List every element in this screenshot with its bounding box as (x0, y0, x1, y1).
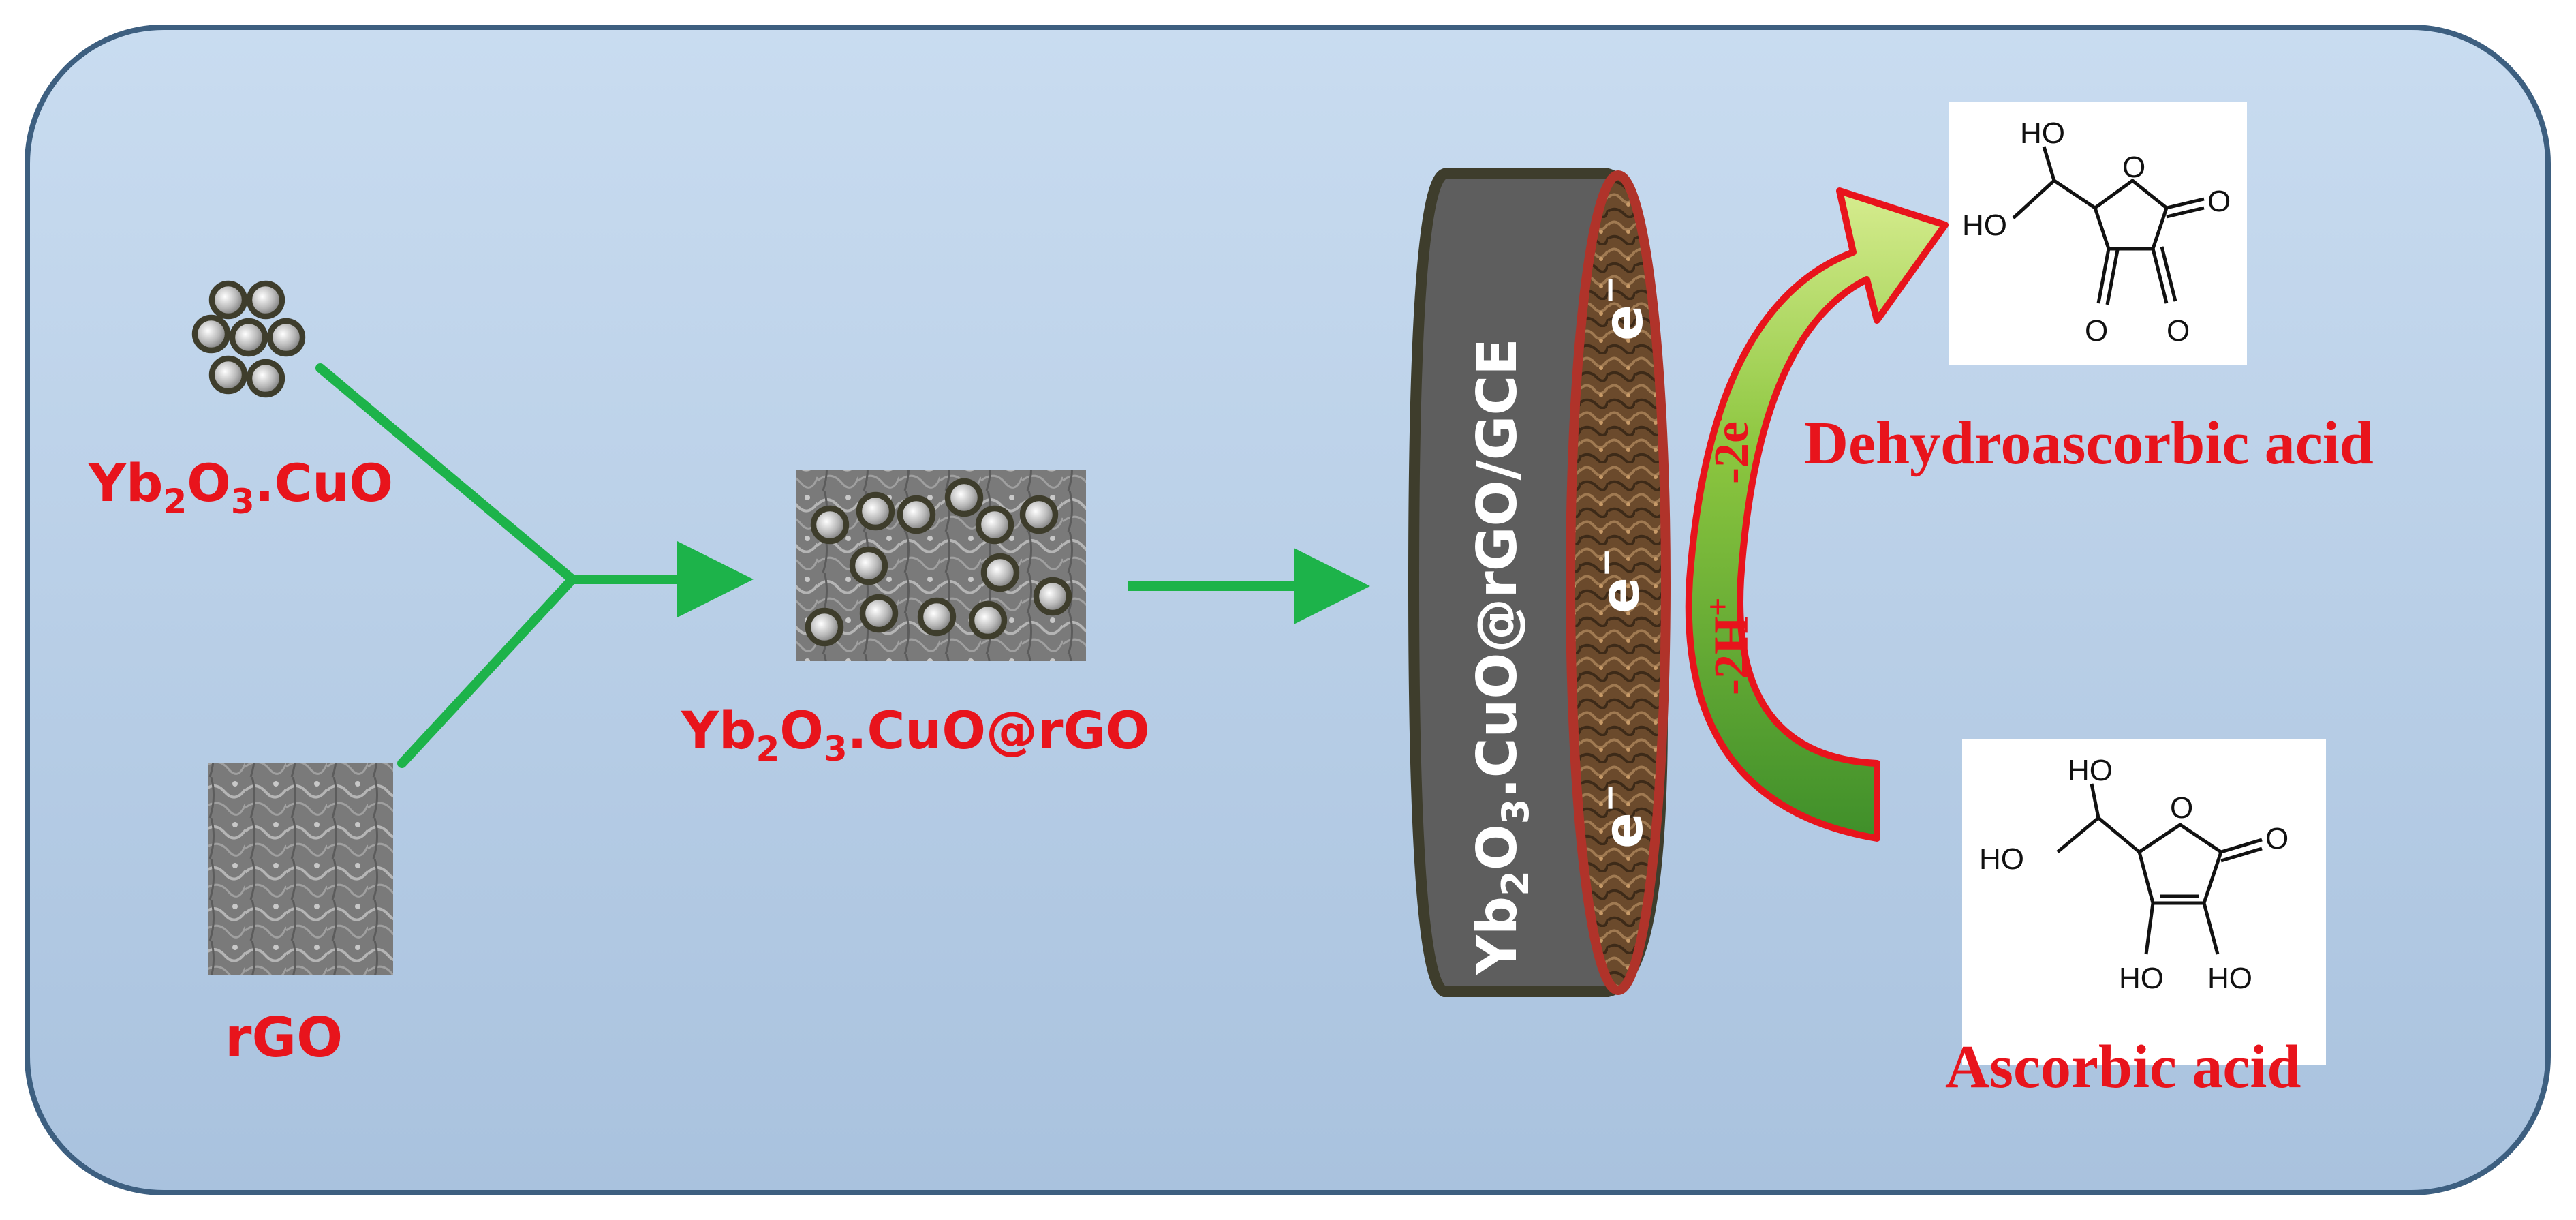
svg-text:O: O (2207, 185, 2231, 218)
hybrid-particles (805, 478, 1072, 647)
electron-label-middle: e− (1586, 548, 1651, 613)
electron-label-bottom: e− (1589, 783, 1655, 849)
hybrid-label: Yb2O3.CuO@rGO (681, 700, 1149, 769)
svg-text:HO: HO (2119, 962, 2164, 995)
svg-text:O: O (2167, 314, 2190, 348)
particle (810, 505, 850, 545)
ascorbic-acid-structure: HO HO O O HO HO (1962, 739, 2326, 1065)
svg-text:HO: HO (2020, 117, 2065, 150)
electron-label-top: e− (1589, 275, 1655, 341)
particle (897, 495, 936, 534)
particle (266, 318, 306, 357)
svg-text:O: O (2265, 822, 2288, 855)
svg-text:HO: HO (2207, 962, 2252, 995)
electrode-face (1566, 170, 1671, 995)
yb2o3-cuo-particle-cluster (191, 280, 306, 398)
svg-text:HO: HO (2068, 754, 2113, 787)
particle (859, 594, 899, 633)
electron-loss-label: -2e- (1700, 410, 1758, 484)
rgo-label: rGO (225, 1006, 343, 1069)
svg-text:O: O (2085, 314, 2108, 348)
particle (208, 355, 248, 395)
particle (1033, 577, 1072, 616)
svg-text:O: O (2122, 151, 2145, 184)
svg-text:O: O (2170, 791, 2193, 825)
connector-upper (315, 363, 577, 584)
particle (980, 553, 1020, 592)
electrode: Yb2O3.CuO@rGO/GCE e− e− e− (1408, 168, 1671, 997)
particle (805, 607, 844, 647)
dehydroascorbic-acid-structure: HO HO O O O O (1949, 102, 2247, 365)
ascorbic-acid-label: Ascorbic acid (1945, 1033, 2301, 1101)
particle (246, 280, 285, 320)
particle (944, 478, 984, 517)
proton-loss-label: -2H+ (1700, 598, 1758, 695)
curved-reaction-arrow (1685, 187, 1949, 842)
connector-lower (397, 575, 577, 768)
svg-text:HO: HO (1979, 842, 2024, 876)
dehydroascorbic-acid-label: Dehydroascorbic acid (1804, 410, 2374, 477)
electrode-label: Yb2O3.CuO@rGO/GCE (1465, 338, 1537, 975)
svg-text:HO: HO (1962, 209, 2007, 242)
background-panel (25, 25, 2551, 1195)
particle (229, 318, 268, 357)
particle (856, 491, 895, 531)
rgo-micrograph (208, 763, 393, 975)
particle (1019, 495, 1059, 534)
particle (968, 600, 1008, 640)
yb2o3-cuo-label: Yb2O3.CuO (88, 453, 393, 521)
particle (191, 314, 231, 354)
particle (917, 597, 957, 637)
particle (208, 280, 248, 320)
particle (246, 359, 285, 398)
particle (849, 546, 888, 585)
particle (975, 505, 1014, 545)
